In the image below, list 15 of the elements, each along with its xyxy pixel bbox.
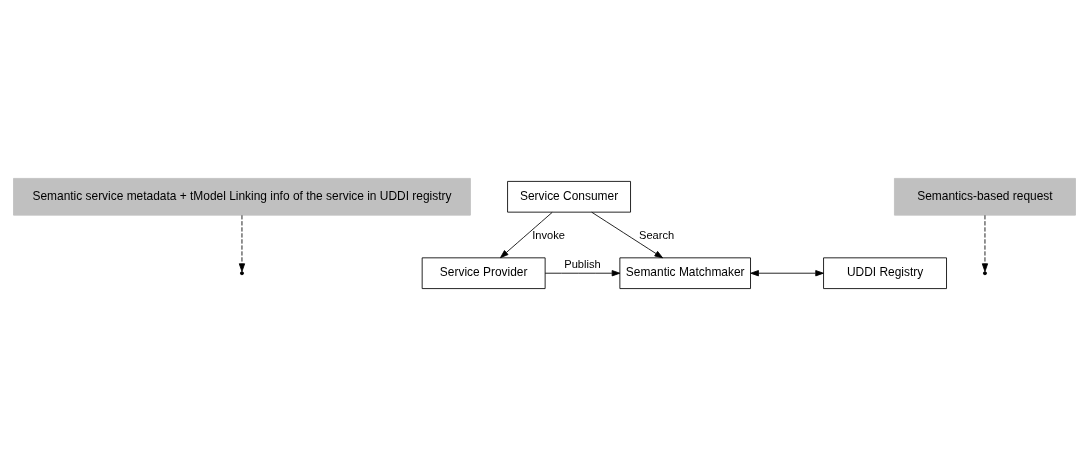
arrow <box>238 214 246 272</box>
node-box: Service Provider <box>421 256 546 289</box>
arrow <box>981 214 989 272</box>
edge-label: Publish <box>564 257 601 270</box>
node-box: UDDI Registry <box>823 256 947 289</box>
node-box: Semantic Matchmaker <box>619 256 751 289</box>
arrow <box>591 211 663 258</box>
node-box: Semantic service metadata + tModel Linking info of the service in UDDI registry <box>13 177 471 216</box>
node-box: Semantics-based request <box>894 177 1076 216</box>
node-box: Service Consumer <box>507 180 631 213</box>
edge-label: Invoke <box>532 228 565 241</box>
arrow <box>500 211 553 258</box>
edge-label: Search <box>639 228 675 241</box>
arrow <box>544 269 621 276</box>
arrow <box>750 269 824 276</box>
